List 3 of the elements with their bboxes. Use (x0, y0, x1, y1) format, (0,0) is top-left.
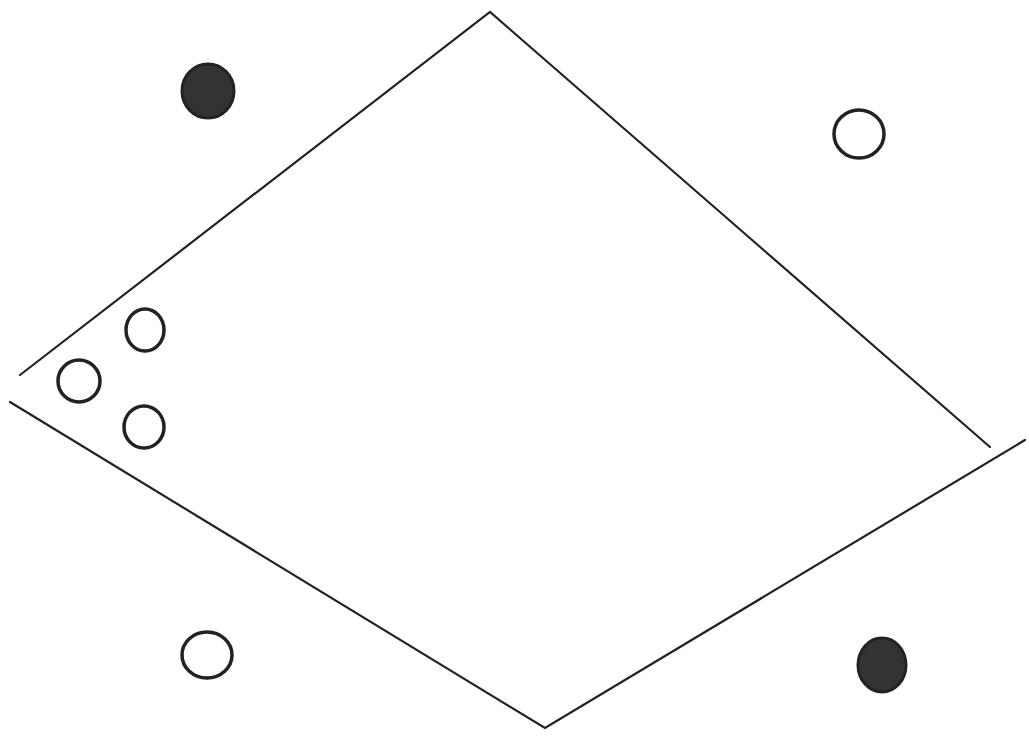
circle-mark (122, 404, 166, 450)
circle-mark (124, 307, 166, 353)
circle-mark (56, 358, 102, 404)
